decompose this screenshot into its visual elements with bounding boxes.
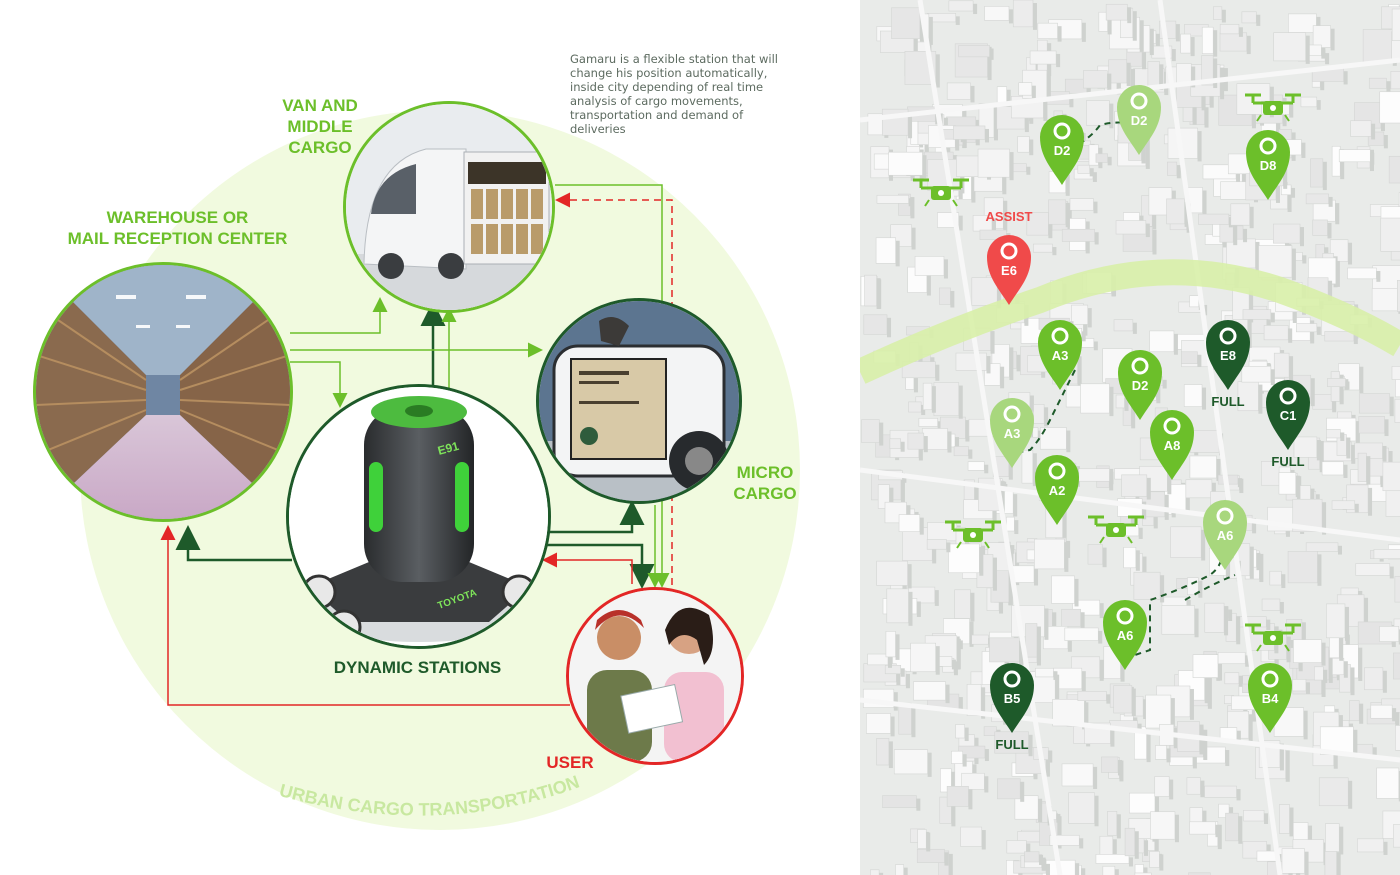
micro-cargo-label: MICRO CARGO bbox=[725, 462, 805, 504]
van-label: VAN AND MIDDLE CARGO bbox=[265, 95, 375, 158]
pin-id: D2 bbox=[1131, 113, 1148, 128]
pin-id: B5 bbox=[1004, 691, 1021, 706]
dynamic-stations-label: DYNAMIC STATIONS bbox=[300, 657, 535, 678]
arrow-station-to-user bbox=[545, 545, 642, 584]
van-node bbox=[343, 101, 555, 313]
arrow-station-to-warehouse bbox=[188, 530, 292, 560]
pin-id: C1 bbox=[1280, 408, 1297, 423]
user-label: USER bbox=[530, 752, 610, 773]
pin-id: D2 bbox=[1054, 143, 1071, 158]
station-illustration: E91 TOYOTA bbox=[289, 387, 548, 646]
pin-id: B4 bbox=[1262, 691, 1279, 706]
pin-id: A6 bbox=[1117, 628, 1134, 643]
full-label: FULL bbox=[995, 737, 1028, 752]
warehouse-node bbox=[33, 262, 293, 522]
arrow-warehouse-to-van bbox=[290, 300, 380, 333]
micro-cargo-node bbox=[536, 298, 742, 504]
cargo-flow-diagram: URBAN CARGO TRANSPORTATION bbox=[0, 0, 860, 875]
pin-id: D8 bbox=[1260, 158, 1277, 173]
user-illustration bbox=[569, 590, 741, 762]
van-illustration bbox=[346, 104, 552, 310]
station-pin[interactable]: A2 bbox=[1035, 455, 1079, 525]
warehouse-illustration bbox=[36, 265, 290, 519]
pin-id: E8 bbox=[1220, 348, 1236, 363]
arrow-warehouse-to-station bbox=[290, 362, 340, 405]
pin-id: A8 bbox=[1164, 438, 1181, 453]
user-node bbox=[566, 587, 744, 765]
pin-id: D2 bbox=[1132, 378, 1149, 393]
micro-cargo-illustration bbox=[539, 301, 739, 501]
arrow-station-to-micro bbox=[548, 505, 632, 532]
full-label: FULL bbox=[1211, 394, 1244, 409]
pin-id: A3 bbox=[1052, 348, 1069, 363]
warehouse-label: WAREHOUSE OR MAIL RECEPTION CENTER bbox=[55, 207, 300, 249]
dynamic-station-node: E91 TOYOTA bbox=[286, 384, 551, 649]
pin-id: A2 bbox=[1049, 483, 1066, 498]
gamaru-note: Gamaru is a flexible station that will c… bbox=[570, 52, 780, 136]
pin-id: A6 bbox=[1217, 528, 1234, 543]
assist-label: ASSIST bbox=[986, 209, 1033, 224]
arrow-user-to-station bbox=[545, 560, 632, 584]
pin-id: E6 bbox=[1001, 263, 1017, 278]
pin-id: A3 bbox=[1004, 426, 1021, 441]
full-label: FULL bbox=[1271, 454, 1304, 469]
